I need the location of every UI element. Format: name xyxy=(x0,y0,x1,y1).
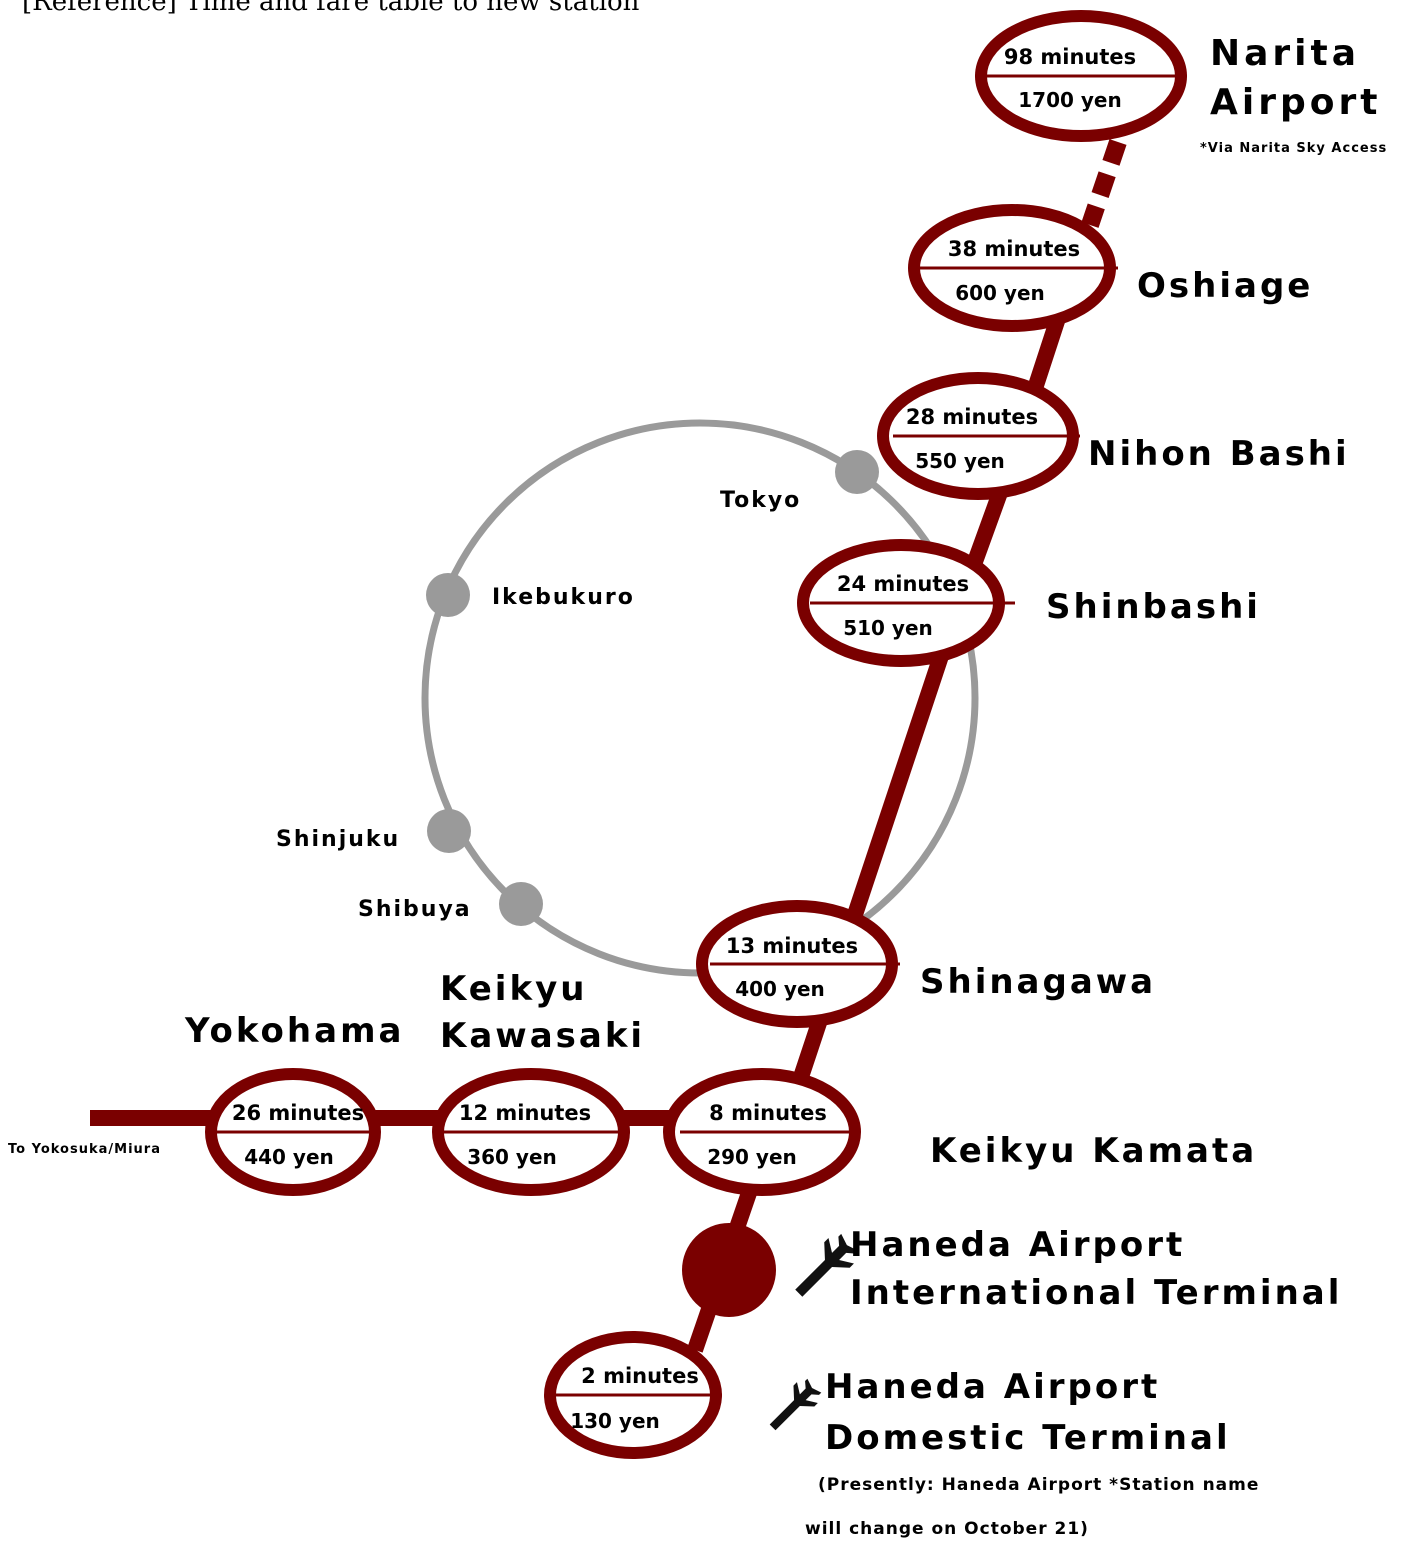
svg-text:360 yen: 360 yen xyxy=(467,1145,557,1169)
svg-text:8 minutes: 8 minutes xyxy=(709,1101,827,1125)
station-name-narita-1: Narita xyxy=(1210,33,1360,74)
svg-text:Shinjuku: Shinjuku xyxy=(276,827,400,852)
svg-text:600 yen: 600 yen xyxy=(955,281,1045,305)
station-oval-haneda-domestic: 2 minutes 130 yen xyxy=(544,1331,722,1459)
station-name-shinbashi: Shinbashi xyxy=(1046,587,1261,627)
haneda-intl-name-1: Haneda Airport xyxy=(850,1225,1185,1265)
airplane-icon xyxy=(795,1233,859,1297)
svg-text:510 yen: 510 yen xyxy=(843,616,933,640)
svg-text:1700 yen: 1700 yen xyxy=(1018,88,1121,112)
station-oval-nihonbashi: 28 minutes 550 yen xyxy=(877,372,1080,500)
svg-text:Tokyo: Tokyo xyxy=(720,488,801,513)
svg-text:98 minutes: 98 minutes xyxy=(1004,45,1136,69)
narita-note: *Via Narita Sky Access xyxy=(1200,141,1387,156)
jr-station-ikebukuro: Ikebukuro xyxy=(426,573,635,617)
station-name-shinagawa: Shinagawa xyxy=(920,962,1156,1002)
svg-text:400 yen: 400 yen xyxy=(735,977,825,1001)
station-name-oshiage: Oshiage xyxy=(1137,266,1313,306)
svg-text:Ikebukuro: Ikebukuro xyxy=(492,585,635,610)
station-name-narita-2: Airport xyxy=(1210,82,1381,123)
svg-text:440 yen: 440 yen xyxy=(244,1145,334,1169)
airplane-icon xyxy=(769,1378,822,1431)
jr-station-shinjuku: Shinjuku xyxy=(276,809,471,853)
svg-text:38 minutes: 38 minutes xyxy=(948,237,1080,261)
station-oval-narita: 98 minutes 1700 yen xyxy=(975,10,1187,142)
svg-text:Shibuya: Shibuya xyxy=(358,897,472,922)
haneda-dom-name-1: Haneda Airport xyxy=(825,1367,1160,1407)
station-oval-kawasaki: 12 minutes 360 yen xyxy=(432,1068,630,1196)
svg-text:290 yen: 290 yen xyxy=(707,1145,797,1169)
svg-text:26 minutes: 26 minutes xyxy=(232,1101,364,1125)
svg-text:2 minutes: 2 minutes xyxy=(581,1364,699,1388)
svg-text:28 minutes: 28 minutes xyxy=(906,405,1038,429)
station-name-kawasaki-1: Keikyu xyxy=(440,969,587,1009)
svg-text:24 minutes: 24 minutes xyxy=(837,572,969,596)
station-oval-yokohama: 26 minutes 440 yen xyxy=(205,1068,381,1196)
haneda-dom-note-1: (Presently: Haneda Airport *Station name xyxy=(818,1475,1259,1495)
svg-text:130 yen: 130 yen xyxy=(570,1409,660,1433)
haneda-dom-name-2: Domestic Terminal xyxy=(825,1418,1231,1458)
jr-station-tokyo: Tokyo xyxy=(720,450,879,513)
branch-label: To Yokosuka/Miura xyxy=(8,1142,161,1157)
station-oval-kamata: 8 minutes 290 yen xyxy=(663,1068,861,1196)
station-oval-oshiage: 38 minutes 600 yen xyxy=(908,204,1118,332)
page-title: [Reference] Time and fare table to new s… xyxy=(22,0,640,17)
svg-text:12 minutes: 12 minutes xyxy=(459,1101,591,1125)
station-name-nihonbashi: Nihon Bashi xyxy=(1088,434,1350,474)
haneda-international-station-dot xyxy=(682,1223,776,1317)
station-oval-shinagawa: 13 minutes 400 yen xyxy=(696,900,900,1028)
haneda-dom-note-2: will change on October 21) xyxy=(805,1519,1089,1539)
station-oval-shinbashi: 24 minutes 510 yen xyxy=(797,539,1015,667)
haneda-intl-name-2: International Terminal xyxy=(850,1273,1342,1313)
station-name-kamata: Keikyu Kamata xyxy=(930,1131,1257,1171)
station-name-yokohama: Yokohama xyxy=(184,1011,404,1051)
svg-text:550 yen: 550 yen xyxy=(915,449,1005,473)
svg-text:13 minutes: 13 minutes xyxy=(726,934,858,958)
jr-station-shibuya: Shibuya xyxy=(358,882,543,926)
station-name-kawasaki-2: Kawasaki xyxy=(440,1016,645,1056)
